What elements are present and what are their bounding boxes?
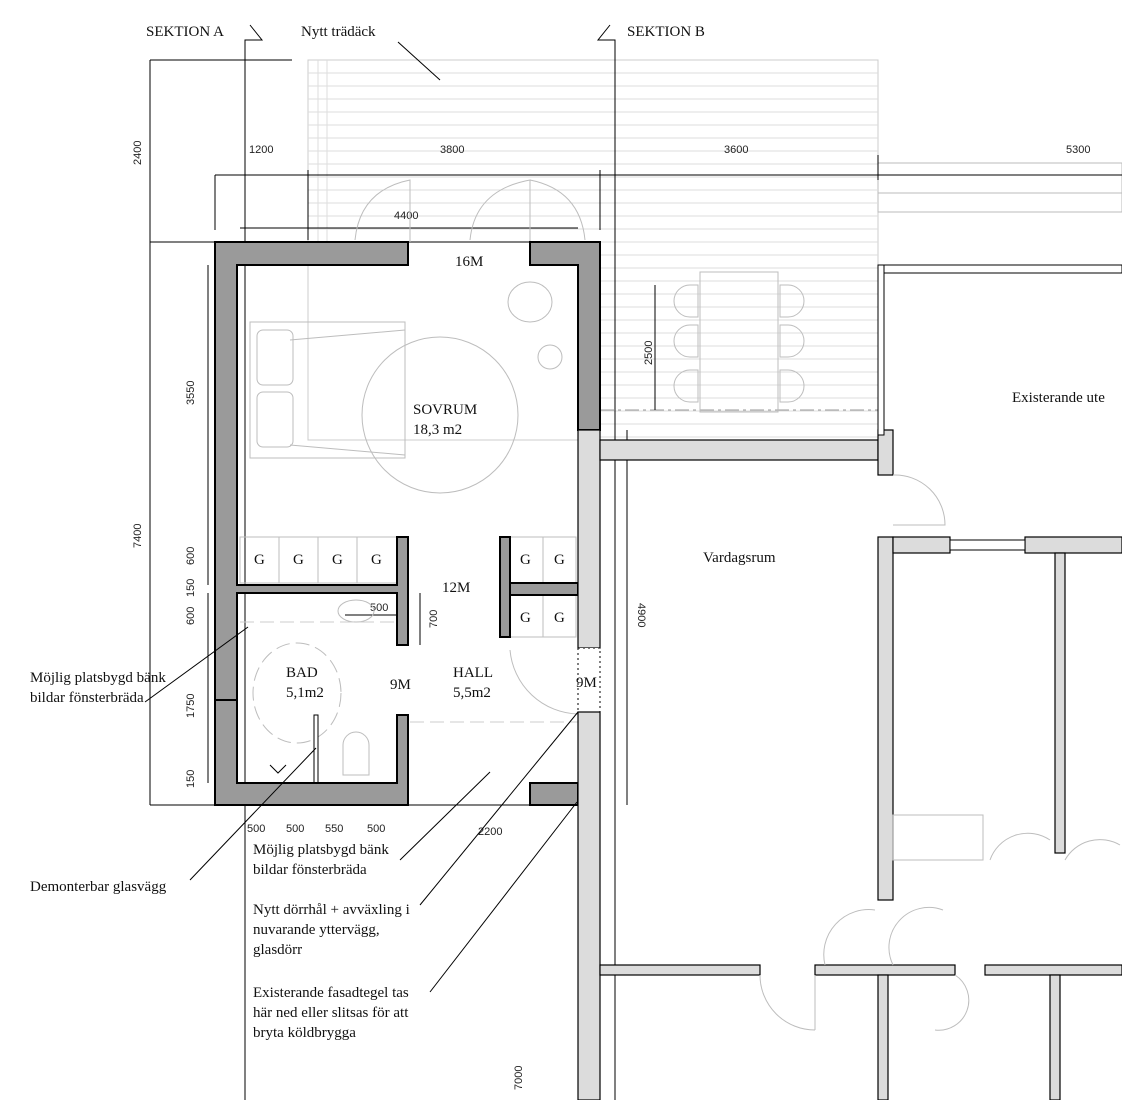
rug bbox=[361, 336, 519, 494]
dim-7000: 7000 bbox=[513, 1066, 525, 1090]
note-brick-line2: här ned eller slitsas för att bbox=[253, 1005, 409, 1021]
dim-1750: 1750 bbox=[185, 694, 197, 718]
room-vardagsrum: Vardagsrum bbox=[703, 550, 776, 566]
module-16m: 16M bbox=[455, 254, 483, 270]
sink bbox=[337, 599, 375, 623]
dim-5300: 5300 bbox=[1066, 144, 1090, 156]
wardrobe-label: G bbox=[554, 552, 565, 568]
note-bench-2-line2: bildar fönsterbräda bbox=[253, 862, 367, 878]
new-deck bbox=[307, 59, 1122, 441]
module-9m-hall: 9M bbox=[576, 675, 597, 691]
note-bench-1-line1: Möjlig platsbygd bänk bbox=[30, 670, 166, 686]
room-bad-name: BAD bbox=[286, 665, 318, 681]
dim-2400: 2400 bbox=[132, 141, 144, 165]
dim-600: 600 bbox=[185, 607, 197, 625]
new-walls bbox=[214, 241, 601, 806]
room-sovrum-area: 18,3 m2 bbox=[413, 422, 462, 438]
dim-4400: 4400 bbox=[394, 210, 418, 222]
wardrobe-label: G bbox=[554, 610, 565, 626]
note-bench-1-line2: bildar fönsterbräda bbox=[30, 690, 144, 706]
dim-150: 150 bbox=[185, 770, 197, 788]
drain-icon bbox=[269, 764, 287, 774]
dim-2200: 2200 bbox=[478, 826, 502, 838]
shower-area bbox=[252, 642, 342, 744]
dim-500: 500 bbox=[247, 823, 265, 835]
dim-550: 550 bbox=[325, 823, 343, 835]
module-9m-bad: 9M bbox=[390, 677, 411, 693]
dim-7400: 7400 bbox=[132, 524, 144, 548]
note-glass-wall: Demonterbar glasvägg bbox=[30, 879, 167, 895]
room-hall-area: 5,5m2 bbox=[453, 685, 491, 701]
dim-3550: 3550 bbox=[185, 381, 197, 405]
dim-4900: 4900 bbox=[635, 603, 647, 627]
room-sovrum-name: SOVRUM bbox=[413, 402, 477, 418]
hall-door-swing bbox=[509, 649, 579, 715]
section-a-marker bbox=[244, 24, 264, 1100]
section-b-label: SEKTION B bbox=[627, 24, 705, 40]
existing-doors bbox=[759, 474, 1121, 1031]
wardrobe-label: G bbox=[293, 552, 304, 568]
note-door-line3: glasdörr bbox=[253, 942, 302, 958]
module-12m: 12M bbox=[442, 580, 470, 596]
note-bench-2-line1: Möjlig platsbygd bänk bbox=[253, 842, 389, 858]
deck-leader bbox=[397, 41, 441, 81]
existing-walls bbox=[577, 264, 1122, 1100]
wardrobe-label: G bbox=[520, 552, 531, 568]
leader-lines bbox=[144, 626, 579, 993]
room-hall-name: HALL bbox=[453, 665, 493, 681]
armchair bbox=[507, 281, 553, 323]
dim-150: 150 bbox=[185, 579, 197, 597]
dim-500: 500 bbox=[286, 823, 304, 835]
dim-600: 600 bbox=[185, 547, 197, 565]
dim-3600: 3600 bbox=[724, 144, 748, 156]
section-b-marker bbox=[596, 24, 616, 1100]
wardrobe-label: G bbox=[254, 552, 265, 568]
wardrobe-label: G bbox=[520, 610, 531, 626]
dim-2500: 2500 bbox=[643, 341, 655, 365]
dim-1200: 1200 bbox=[249, 144, 273, 156]
section-a-label: SEKTION A bbox=[146, 24, 224, 40]
dim-3800: 3800 bbox=[440, 144, 464, 156]
bed bbox=[249, 321, 406, 459]
room-existing: Existerande ute bbox=[1012, 390, 1105, 406]
note-door-line2: nuvarande yttervägg, bbox=[253, 922, 380, 938]
toilet bbox=[342, 731, 370, 776]
wardrobe-label: G bbox=[371, 552, 382, 568]
dining-table bbox=[673, 271, 805, 413]
side-table bbox=[537, 344, 563, 370]
terrace-doors bbox=[354, 179, 586, 242]
deck-label: Nytt trädäck bbox=[301, 24, 376, 40]
dim-500: 500 bbox=[367, 823, 385, 835]
dim-500: 500 bbox=[370, 602, 388, 614]
note-brick-line3: bryta köldbrygga bbox=[253, 1025, 356, 1041]
note-brick-line1: Existerande fasadtegel tas bbox=[253, 985, 409, 1001]
dim-700: 700 bbox=[428, 610, 440, 628]
room-bad-area: 5,1m2 bbox=[286, 685, 324, 701]
note-door-line1: Nytt dörrhål + avväxling i bbox=[253, 902, 410, 918]
wardrobe-label: G bbox=[332, 552, 343, 568]
